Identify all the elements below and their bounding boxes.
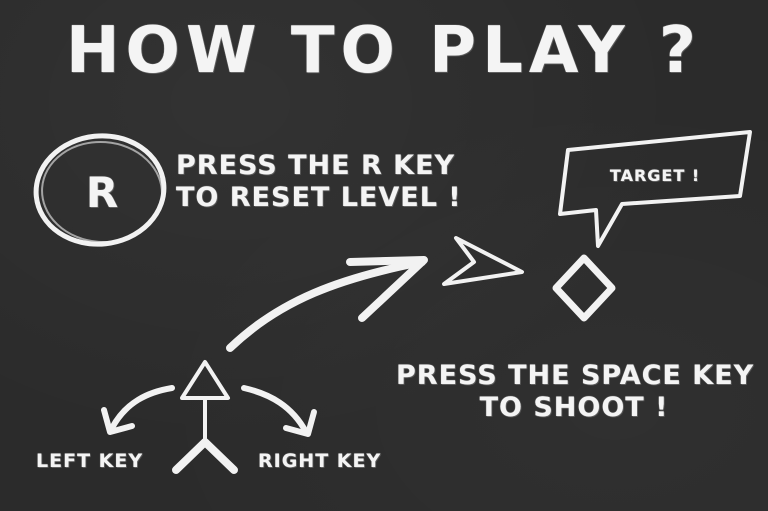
bullet-icon [442,236,524,286]
target-label: TARGET ! [609,166,701,185]
r-key-circle [33,133,167,247]
target-diamond-icon [552,254,616,322]
aim-arrow [226,256,428,352]
reset-instruction-line-1: PRESS THE R KEY [176,150,456,181]
player-ship-icon [172,360,238,474]
page-title: HOW TO PLAY ? [65,14,703,88]
left-key-label: LEFT KEY [36,450,144,472]
shoot-instruction: PRESS THE SPACE KEY TO SHOOT ! [396,360,755,424]
shoot-instruction-line-1: PRESS THE SPACE KEY [396,360,755,391]
shoot-instruction-line-2: TO SHOOT ! [479,392,669,423]
target-speech-bubble [558,130,752,248]
r-key-label: R [85,167,119,217]
right-key-label: RIGHT KEY [258,450,382,472]
right-arrow-icon [241,385,317,437]
left-arrow-icon [101,385,175,435]
reset-instruction-line-2: TO RESET LEVEL ! [176,182,462,213]
reset-instruction: PRESS THE R KEY TO RESET LEVEL ! [176,150,462,214]
